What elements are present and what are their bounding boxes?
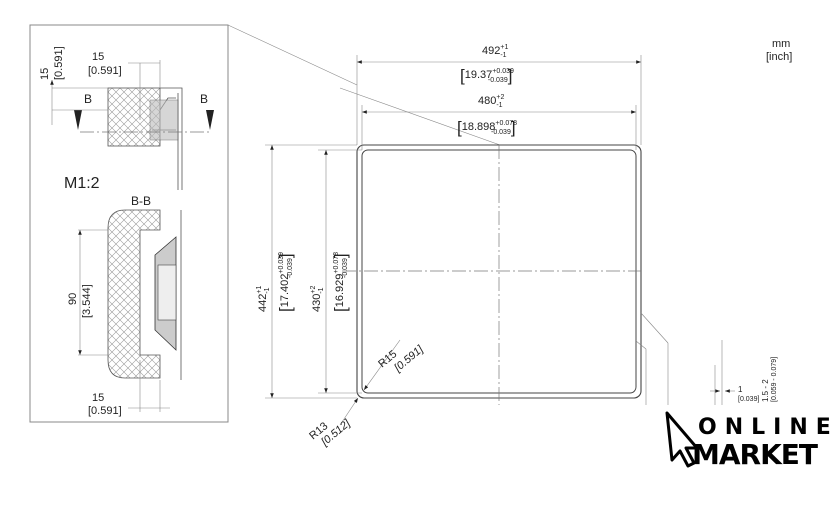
bottom-horizontal-mm: 15 (92, 392, 104, 404)
main-view: 492+1-1 [19.37+0.039-0.039] 480+2-1 [18.… (256, 38, 792, 449)
section-height-inch: [3.544] (81, 284, 93, 318)
inner-radius-leader (363, 339, 401, 391)
units-mm: mm (772, 38, 790, 50)
handle-section (107, 209, 161, 379)
top-horizontal-mm: 15 (92, 51, 104, 63)
section-arrow-left (74, 110, 82, 132)
outer-height-label: 442+1-1 (256, 286, 271, 312)
online-market-logo: ONLINE MARKET (665, 411, 839, 471)
gap-mm: 1 (738, 385, 743, 394)
leader-line (227, 24, 358, 86)
gap-inch: [0.039] (738, 396, 759, 403)
top-vertical-inch: [0.591] (53, 46, 65, 80)
outer-width-inch: [19.37+0.039-0.039] (460, 66, 514, 85)
top-vertical-mm: 15 (39, 68, 51, 80)
inner-height-inch: [16.929+0.078-0.039] (331, 252, 350, 312)
section-marker-right: B (200, 92, 208, 106)
section-label: B-B (131, 194, 151, 208)
top-horizontal-inch: [0.591] (88, 65, 122, 77)
cursor-icon (665, 411, 699, 468)
section-arrow-right (206, 110, 214, 132)
units-inch: [inch] (766, 51, 792, 63)
mechanism-top (152, 87, 183, 190)
section-height-mm: 90 (67, 293, 79, 305)
logo-line2: MARKET (692, 438, 818, 471)
inner-width-label: 480+2-1 (478, 94, 504, 109)
thickness-mm: 1.5 - 2 (761, 379, 770, 402)
outer-radius-leader (339, 397, 359, 426)
outer-height-inch: [17.402+0.039-0.039] (276, 252, 295, 312)
inner-width-inch: [18.898+0.078-0.039] (457, 118, 517, 137)
thickness-inch: [0.059 - 0.079] (771, 357, 778, 402)
section-marker-left: B (84, 92, 92, 106)
scale-label: M1:2 (64, 175, 100, 192)
inner-height-label: 430+2-1 (310, 286, 325, 312)
leader-line (339, 87, 501, 146)
logo-line1: ONLINE (698, 415, 839, 440)
outer-width-label: 492+1-1 (482, 44, 508, 59)
bottom-horizontal-inch: [0.591] (88, 405, 122, 417)
detail-panel: B B 15 [0.591] 15 [0.591] M1:2 B-B 90 [3… (29, 24, 501, 423)
